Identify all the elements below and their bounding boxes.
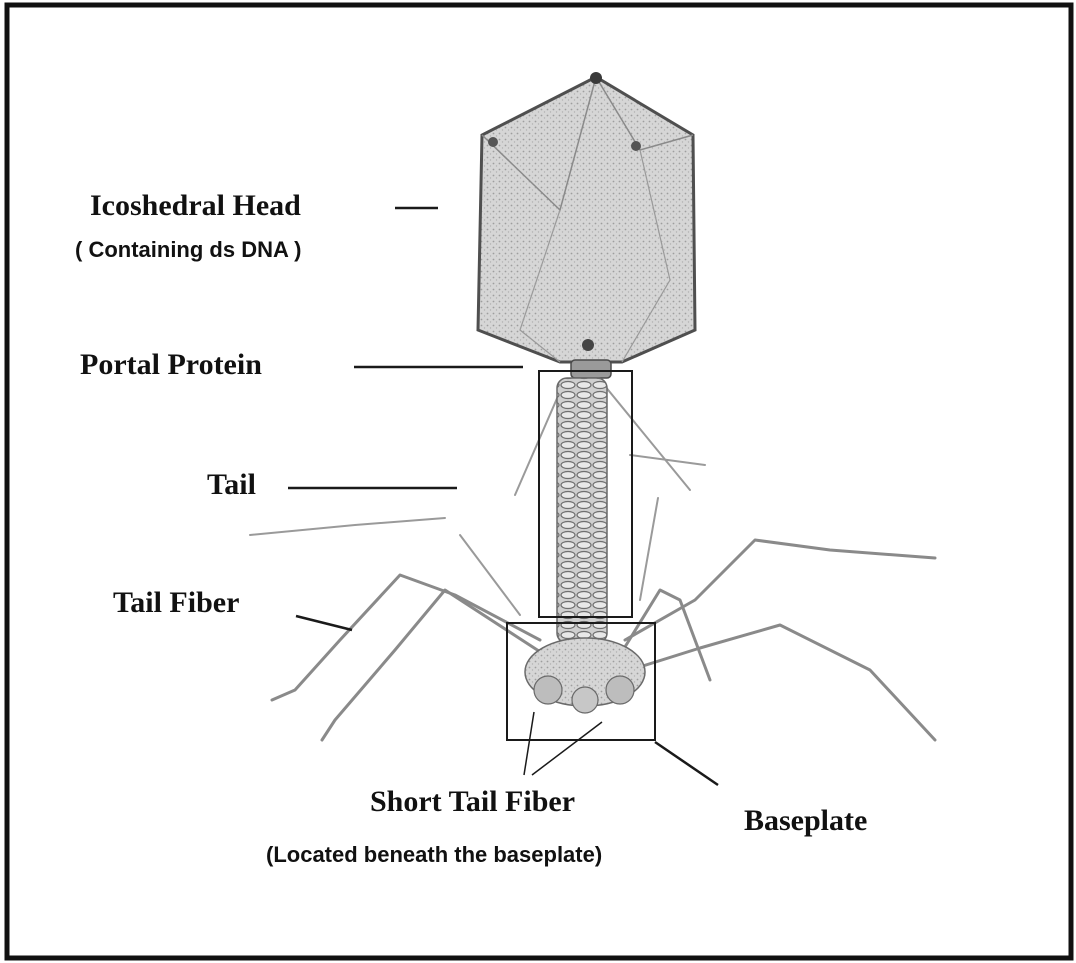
head-label: Icoshedral Head [90,189,301,222]
tail-sheath [557,378,607,643]
portal-protein-neck [571,360,611,378]
baseplate-structure [525,638,645,713]
tail-label: Tail [207,468,256,501]
short-tail-fiber-sublabel: (Located beneath the baseplate) [266,842,602,867]
portal-label: Portal Protein [80,348,262,381]
baseplate-label: Baseplate [744,804,867,837]
head-sublabel: ( Containing ds DNA ) [75,237,302,262]
tail-fiber-label: Tail Fiber [113,586,239,619]
short-tail-fiber-label: Short Tail Fiber [370,785,575,818]
